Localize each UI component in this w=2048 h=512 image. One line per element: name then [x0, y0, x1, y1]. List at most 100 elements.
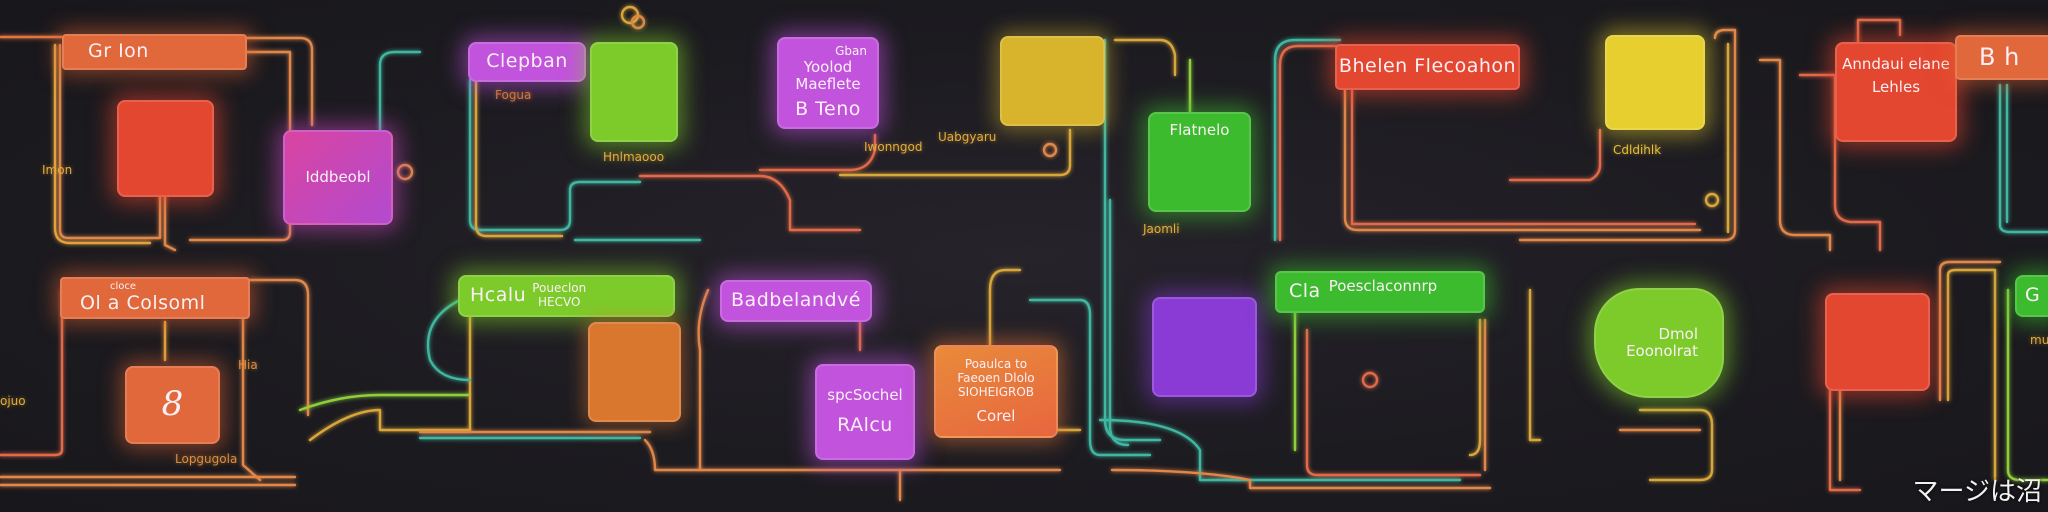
- red-block-bottom: [1825, 293, 1930, 391]
- wire: [298, 393, 472, 412]
- clepban-header: Clepban: [468, 42, 586, 82]
- annotation-label: Fogua: [495, 88, 532, 102]
- clepban-header-label: Clepban: [486, 50, 568, 73]
- annotation-label: Cdldihlk: [1613, 143, 1662, 157]
- annotation-label: Imon: [42, 163, 73, 177]
- purple-block-bottom-line-1: spcSochel: [827, 386, 903, 405]
- magenta-block: Iddbeobl: [283, 130, 393, 225]
- wire: [248, 278, 310, 417]
- annotation-label: ojuo: [0, 394, 26, 408]
- lime-header-bottom-line-1: Poueclon: [532, 281, 587, 296]
- wire: [244, 36, 314, 127]
- bottom-left-header: cloce Ol a Colsoml: [60, 277, 250, 319]
- badbelandve-header: Badbelandvé: [720, 280, 872, 322]
- wire: [1828, 388, 1862, 492]
- lime-header-bottom-line-2: HECVO: [538, 295, 581, 309]
- wire: [1113, 38, 1177, 77]
- annotation-label: Hnlmaooo: [603, 150, 665, 164]
- wire-loop: [630, 14, 646, 30]
- wire: [1798, 73, 1882, 252]
- amber-block: [588, 322, 681, 422]
- wire: [188, 50, 292, 242]
- orange-note-line-1: Poaulca to: [964, 357, 1028, 372]
- wire: [1350, 88, 1697, 226]
- red-note-right: Anndaui elane Lehles: [1835, 42, 1957, 142]
- bottom-left-header-label: Ol a Colsoml: [80, 291, 206, 314]
- annotation-label: Jaomli: [1143, 222, 1180, 236]
- wire: [1946, 268, 1997, 482]
- wire: [58, 43, 162, 240]
- gold-block: [1000, 36, 1105, 126]
- wire: [474, 78, 564, 238]
- purple-note: Gban Yoolod Maeflete B Teno: [777, 37, 879, 129]
- wire: [988, 268, 1022, 347]
- green-header-bottom: Cla Poesclaconnrp: [1275, 271, 1485, 313]
- wire: [163, 188, 177, 252]
- yellow-block: [1605, 35, 1705, 130]
- green-header-bottom-label: Cla: [1289, 280, 1321, 303]
- wire-loop: [396, 163, 414, 181]
- purple-note-line-2: Yoolod: [803, 57, 853, 76]
- wire: [697, 288, 710, 472]
- wire-loop: [1704, 192, 1720, 208]
- wire: [2006, 288, 2048, 482]
- green-header-bottom-sub: Poesclaconnrp: [1328, 277, 1438, 296]
- wire: [1108, 198, 1130, 447]
- purple-block-bottom: spcSochel RAlcu: [815, 364, 915, 460]
- purple-note-line-1: Gban: [835, 43, 867, 58]
- wire: [1518, 28, 1737, 242]
- red-header-mid-label: Bhelen Flecoahon: [1338, 55, 1517, 78]
- wire-loop: [1361, 371, 1379, 389]
- wire-loop: [1042, 142, 1058, 158]
- bottom-left-block: 8: [125, 366, 220, 444]
- wire: [1468, 318, 1482, 457]
- wire: [1028, 298, 1152, 457]
- watermark-text: マージは沼: [1912, 477, 2042, 507]
- wire: [1938, 260, 2002, 402]
- wire: [1110, 468, 1492, 490]
- wire: [1758, 58, 1832, 252]
- wire: [308, 278, 472, 442]
- red-note-right-line-1: Anndaui elane: [1842, 55, 1950, 73]
- green-blob-line-2: Eoonolrat: [1626, 342, 1698, 360]
- annotation-label: mu: [2030, 333, 2048, 347]
- green-block: Flatnelo: [1148, 112, 1251, 212]
- orange-note-footer: Corel: [976, 406, 1016, 425]
- wire: [1343, 88, 1702, 232]
- annotation-label: Hia: [238, 358, 258, 372]
- wire: [1273, 38, 1342, 242]
- top-left-header-label: Gr Ion: [88, 40, 149, 63]
- violet-block: [1152, 297, 1257, 397]
- wire: [1098, 418, 1462, 482]
- purple-note-line-4: B Teno: [795, 98, 861, 121]
- wire: [1528, 288, 1542, 442]
- annotation-label: Iwonngod: [864, 140, 923, 154]
- green-blob: Dmol Eoonolrat: [1594, 288, 1724, 398]
- wire: [468, 78, 642, 232]
- wire: [241, 298, 262, 482]
- right-edge-header-label: B h: [1979, 42, 2020, 71]
- bottom-left-block-label: 8: [161, 384, 184, 425]
- green-blob-line-1: Dmol: [1658, 324, 1698, 343]
- annotation-label: Lopgugola: [175, 452, 238, 466]
- orange-note: Poaulca to Faeoen Dlolo SIOHEIGROB Corel: [934, 345, 1058, 438]
- purple-note-line-3: Maeflete: [795, 74, 861, 93]
- wire: [1998, 83, 2048, 234]
- wire: [426, 298, 472, 382]
- wire: [53, 43, 152, 245]
- right-edge-header: B h: [1955, 35, 2048, 80]
- magenta-block-label: Iddbeobl: [305, 167, 371, 186]
- wire: [643, 438, 1062, 472]
- wire-loop: [620, 5, 640, 25]
- annotation-label: Uabgyaru: [938, 130, 997, 144]
- green-block-label: Flatnelo: [1169, 121, 1230, 139]
- lime-header-bottom: Hcalu Poueclon HECVO: [458, 275, 675, 317]
- badbelandve-header-label: Badbelandvé: [731, 289, 861, 312]
- lime-block: [590, 42, 678, 142]
- orange-note-line-2: Faeoen Dlolo: [957, 370, 1035, 385]
- top-left-block: [117, 100, 214, 197]
- orange-note-line-3: SIOHEIGROB: [957, 384, 1035, 399]
- wire: [1278, 44, 1340, 242]
- bottom-left-header-sub: cloce: [110, 281, 137, 293]
